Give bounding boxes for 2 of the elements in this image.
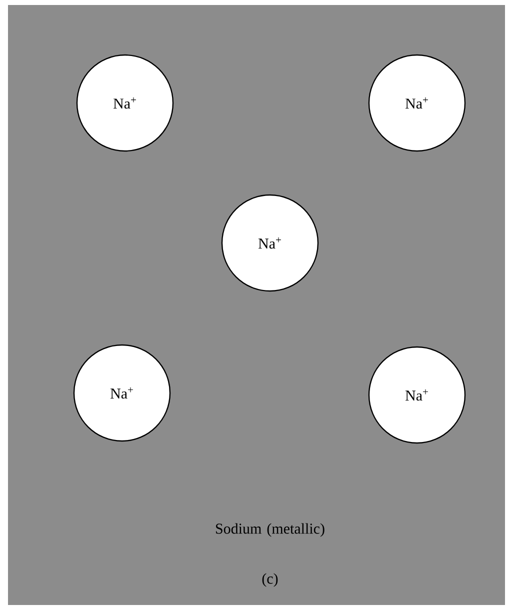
caption-text: (c) (262, 573, 278, 587)
caption-text: Sodium (metallic) (216, 523, 324, 537)
